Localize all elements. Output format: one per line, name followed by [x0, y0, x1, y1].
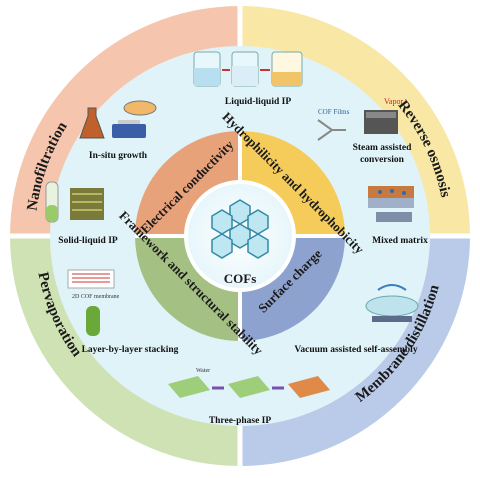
layer-by-layer-label: Layer-by-layer stacking [82, 345, 179, 355]
liquid-liquid-ip-label: Liquid-liquid IP [225, 97, 291, 107]
mixed-matrix-illustration [368, 186, 414, 222]
steam-assisted-label-line2: conversion [360, 155, 405, 165]
steam-assisted-label-line1: Steam assisted [353, 143, 413, 153]
liquid-liquid-ip-illustration [193, 51, 303, 87]
cof-hexagon-icon [211, 199, 269, 259]
water-text: Water [196, 368, 210, 374]
three-phase-ip-label: Three-phase IP [209, 416, 272, 426]
vacuum-assisted-illustration [365, 284, 419, 322]
2d-cof-membrane-text: 2D COF membrane [72, 294, 120, 300]
steam-assisted-illustration: COF Films Vapor [317, 97, 403, 141]
in-situ-growth-illustration [79, 100, 157, 139]
vacuum-assisted-label: Vacuum assisted self-assembly [294, 345, 417, 355]
solid-liquid-ip-illustration [45, 181, 104, 223]
three-phase-ip-illustration: Water [168, 368, 330, 398]
solid-liquid-ip-label: Solid-liquid IP [58, 236, 118, 246]
center-label: COFs [224, 271, 257, 286]
cof-films-text: COF Films [318, 108, 350, 116]
in-situ-growth-label: In-situ growth [89, 151, 148, 161]
vapor-text: Vapor [384, 97, 403, 106]
mixed-matrix-label: Mixed matrix [372, 236, 428, 246]
layer-by-layer-illustration: 2D COF membrane [67, 269, 120, 336]
